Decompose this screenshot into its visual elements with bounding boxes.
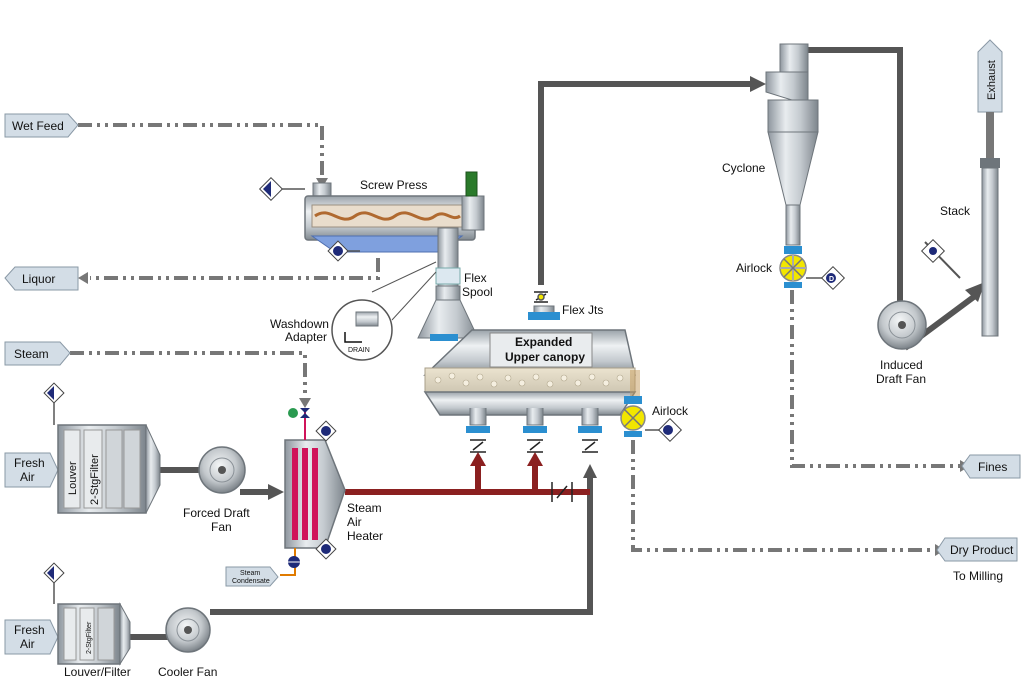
- tag-steam[interactable]: Steam: [4, 341, 71, 366]
- tag-fresh-air-2-line1: Fresh: [14, 623, 45, 637]
- liquor-line: [90, 258, 380, 280]
- d-marker-heater-top: [315, 420, 337, 442]
- tag-wet-feed-label: Wet Feed: [12, 119, 64, 133]
- filter-housing-2[interactable]: 2-StgFilter: [57, 602, 131, 666]
- screw-press[interactable]: [304, 171, 485, 253]
- expanded-label-2: Upper canopy: [505, 350, 585, 364]
- tag-fines[interactable]: Fines: [961, 454, 1021, 479]
- damper-main: [551, 482, 573, 502]
- hot-air-arrow-2: [527, 452, 543, 466]
- tag-steam-label: Steam: [14, 347, 49, 361]
- induced-fan-label-2: Draft Fan: [876, 372, 926, 386]
- arrow-cooler-up: [583, 464, 597, 478]
- steam-trap: [288, 556, 300, 568]
- d-marker-heater-bottom: [315, 538, 337, 560]
- tag-liquor[interactable]: Liquor: [4, 266, 79, 291]
- drain-label: DRAIN: [348, 347, 370, 354]
- tag-fresh-air-1-line2: Air: [20, 470, 35, 484]
- d-marker-filter-2: [43, 562, 65, 604]
- induced-draft-fan[interactable]: [877, 300, 927, 350]
- to-milling-label: To Milling: [953, 569, 1003, 583]
- forced-draft-fan[interactable]: [198, 446, 246, 494]
- d-marker-filter-1: [43, 382, 65, 425]
- screw-press-label: Screw Press: [360, 178, 427, 192]
- tag-fresh-air-2[interactable]: Fresh Air: [4, 619, 59, 655]
- flex-jts-label: Flex Jts: [562, 303, 603, 317]
- inlet-dampers: [470, 439, 598, 453]
- dryer-plenum-legs: [466, 408, 602, 433]
- steam-air-heater[interactable]: [280, 408, 346, 576]
- d-marker-press-bottom: [327, 240, 360, 262]
- tag-fresh-air-1[interactable]: Fresh Air: [4, 452, 59, 488]
- louver-label: Louver: [67, 461, 79, 495]
- airlock-dryer-label: Airlock: [652, 404, 689, 418]
- tag-fresh-air-2-line2: Air: [20, 637, 35, 651]
- stack-label: Stack: [940, 204, 971, 218]
- louver-filter-label: Louver/Filter: [64, 665, 131, 679]
- tag-fresh-air-1-line1: Fresh: [14, 456, 45, 470]
- dashed-lines: [70, 123, 960, 552]
- flex-spool-label-2: Spool: [462, 285, 493, 299]
- tag-fines-label: Fines: [978, 460, 1007, 474]
- filter-housing-1[interactable]: Louver 2-StgFilter: [57, 424, 161, 514]
- tag-steam-condensate[interactable]: Steam Condensate: [225, 566, 279, 587]
- cyclone-label: Cyclone: [722, 161, 766, 175]
- d-marker-press-top: [258, 176, 305, 202]
- cyclone[interactable]: [765, 43, 819, 246]
- tag-exhaust-label: Exhaust: [986, 60, 998, 100]
- tag-exhaust[interactable]: Exhaust: [977, 39, 1003, 113]
- tag-dry-product[interactable]: Dry Product: [936, 537, 1018, 562]
- fluid-bed-dryer[interactable]: [423, 305, 640, 416]
- airlock-cyclone[interactable]: [779, 246, 807, 288]
- wet-feed-line: [78, 123, 324, 178]
- fines-line: [790, 290, 960, 468]
- washdown-label-1: Washdown: [270, 317, 329, 331]
- hot-air-arrow-1: [470, 452, 486, 466]
- steam-condensate-label-1: Steam: [240, 570, 260, 577]
- tag-wet-feed[interactable]: Wet Feed: [4, 113, 79, 138]
- washdown-label-2: Adapter: [285, 330, 327, 344]
- flex-spool-label-1: Flex: [464, 271, 487, 285]
- dry-product-line: [631, 440, 935, 552]
- arrow-to-stack: [965, 282, 985, 302]
- heater-label-1: Steam: [347, 501, 382, 515]
- cooler-fan[interactable]: [165, 607, 211, 653]
- tag-liquor-label: Liquor: [22, 272, 55, 286]
- heater-label-3: Heater: [347, 529, 383, 543]
- arrow-to-heater: [268, 484, 284, 500]
- cooler-fan-label: Cooler Fan: [158, 665, 217, 679]
- airlock-cyclone-label: Airlock: [736, 261, 773, 275]
- filter-2stg-label: 2-StgFilter: [89, 454, 101, 505]
- induced-fan-label-1: Induced: [880, 358, 923, 372]
- dryer-to-cyclone-pipe: [538, 81, 750, 285]
- filter-2stg-small-label: 2-StgFilter: [86, 621, 93, 654]
- d-marker-text: D: [829, 276, 834, 283]
- arrow-to-cyclone: [750, 76, 766, 92]
- forced-fan-label-1: Forced Draft: [183, 506, 250, 520]
- tag-dry-product-label: Dry Product: [950, 543, 1014, 557]
- heater-valve: [288, 408, 310, 418]
- washdown-callout: DRAIN: [331, 261, 437, 361]
- steam-line: [70, 351, 307, 398]
- hot-air-duct: [345, 462, 590, 495]
- steam-condensate-label-2: Condensate: [232, 578, 270, 585]
- cyclone-to-fan-pipe: [808, 47, 903, 322]
- forced-fan-label-2: Fan: [211, 520, 232, 534]
- airlock-dryer-marker: [645, 417, 683, 443]
- heater-label-2: Air: [347, 515, 362, 529]
- bed-particles: [434, 372, 624, 388]
- stack: [980, 112, 1000, 337]
- stack-damper[interactable]: [920, 238, 961, 279]
- airlock-dryer[interactable]: [620, 396, 646, 437]
- solid-pipes: [130, 47, 903, 640]
- airlock-cyclone-marker: D: [806, 265, 846, 291]
- flex-spool[interactable]: [417, 227, 479, 341]
- expanded-label-1: Expanded: [515, 335, 572, 349]
- cooler-air-pipe: [210, 478, 593, 615]
- flex-jts-damper: [534, 291, 548, 303]
